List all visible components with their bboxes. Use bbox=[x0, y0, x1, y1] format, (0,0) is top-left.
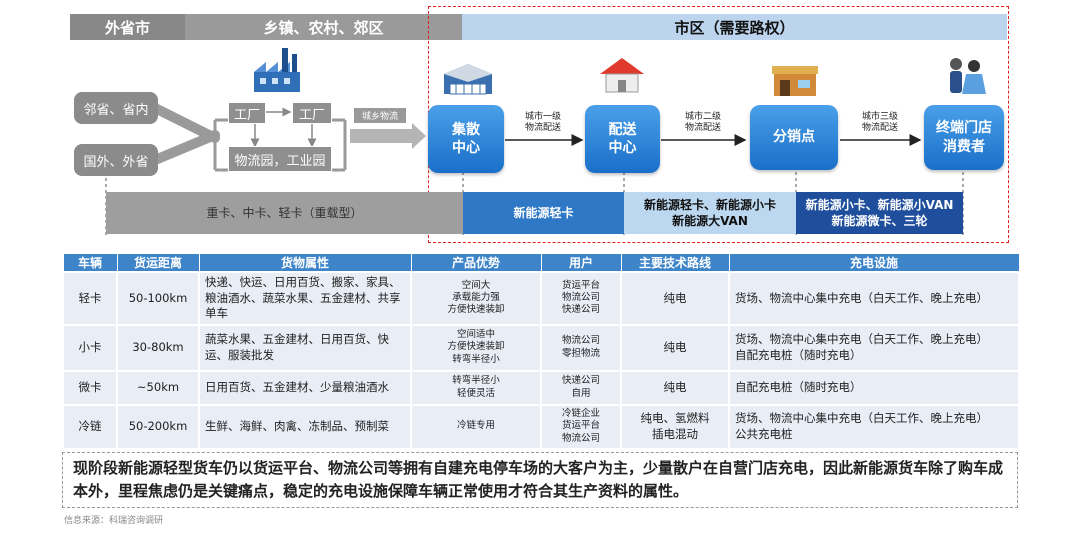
table-cell: 纯电、氢燃料 插电混动 bbox=[620, 403, 730, 450]
band-urban: 市区（需要路权） bbox=[462, 14, 1007, 40]
table-row: 轻卡 50-100km 快递、快运、日用百货、搬家、家具、粮油酒水、蔬菜水果、五… bbox=[62, 271, 1020, 326]
table-cell: 蔬菜水果、五金建材、日用百货、快运、服装批发 bbox=[198, 323, 412, 372]
table-header: 货物属性 bbox=[198, 253, 412, 273]
table-cell: 微卡 bbox=[62, 369, 118, 406]
node-distribution-hub-label: 集散 中心 bbox=[452, 121, 480, 156]
factory-icon bbox=[254, 48, 300, 92]
table-cell: ~50km bbox=[116, 369, 200, 406]
band-rural-label: 乡镇、农村、郊区 bbox=[263, 18, 384, 37]
table-cell: 生鲜、海鲜、肉禽、冻制品、预制菜 bbox=[198, 403, 412, 450]
table-cell: 空间适中 方便快速装卸 转弯半径小 bbox=[410, 323, 542, 372]
bar-heavy-trucks-label: 重卡、中卡、轻卡（重载型） bbox=[206, 205, 363, 220]
table-header: 货运距离 bbox=[116, 253, 200, 273]
band-urban-label: 市区（需要路权） bbox=[674, 18, 795, 37]
bar-ev-mini-truck-label: 新能源小卡、新能源小VAN 新能源微卡、三轮 bbox=[805, 197, 954, 228]
table-cell: 货场、物流中心集中充电（白天工作、晚上充电） bbox=[728, 271, 1020, 326]
urban-rural-logistics-label: 城乡物流 bbox=[354, 108, 406, 123]
table-cell: 纯电 bbox=[620, 271, 730, 326]
factory-2-label: 工厂 bbox=[298, 107, 325, 123]
table-header: 车辆 bbox=[62, 253, 118, 273]
table-cell: 50-100km bbox=[116, 271, 200, 326]
node-delivery-center: 配送 中心 bbox=[585, 105, 660, 173]
table-header: 主要技术路线 bbox=[620, 253, 730, 273]
table-cell: 货场、物流中心集中充电（白天工作、晚上充电） 公共充电桩 bbox=[728, 403, 1020, 450]
warehouse-icon bbox=[444, 64, 492, 95]
table-row: 微卡 ~50km 日用百货、五金建材、少量粮油酒水 转弯半径小 轻便灵活 快递公… bbox=[62, 369, 1020, 406]
node-terminal-store: 终端门店 消费者 bbox=[924, 105, 1004, 170]
band-out-province-label: 外省市 bbox=[104, 18, 150, 37]
node-retail-point-label: 分销点 bbox=[773, 129, 815, 146]
band-rural: 乡镇、农村、郊区 bbox=[185, 14, 462, 40]
house-icon bbox=[600, 58, 644, 93]
vehicle-table: 车辆 货运距离 货物属性 产品优势 用户 主要技术路线 充电设施 轻卡 50-1… bbox=[62, 253, 1020, 450]
table-cell: 快递、快运、日用百货、搬家、家具、粮油酒水、蔬菜水果、五金建材、共享单车 bbox=[198, 271, 412, 326]
table-header: 用户 bbox=[540, 253, 622, 273]
table-cell: 30-80km bbox=[116, 323, 200, 372]
table-row: 冷链 50-200km 生鲜、海鲜、肉禽、冻制品、预制菜 冷链专用 冷链企业 货… bbox=[62, 403, 1020, 450]
node-retail-point: 分销点 bbox=[750, 105, 838, 170]
table-cell: 冷链 bbox=[62, 403, 118, 450]
table-cell: 纯电 bbox=[620, 323, 730, 372]
node-delivery-center-label: 配送 中心 bbox=[608, 121, 637, 156]
source-neighbor-province: 邻省、省内 bbox=[74, 92, 158, 124]
source-abroad: 国外、外省 bbox=[74, 144, 158, 176]
table-cell: 快递公司 自用 bbox=[540, 369, 622, 406]
source-neighbor-label: 邻省、省内 bbox=[83, 102, 149, 118]
logistics-park-box: 物流园，工业园 bbox=[228, 146, 332, 172]
table-cell: 自配充电桩（随时充电） bbox=[728, 369, 1020, 406]
table-cell: 轻卡 bbox=[62, 271, 118, 326]
table-header: 充电设施 bbox=[728, 253, 1020, 273]
source-abroad-label: 国外、外省 bbox=[83, 154, 149, 170]
consumers-icon bbox=[950, 58, 986, 94]
table-cell: 50-200km bbox=[116, 403, 200, 450]
urban-rural-label-text: 城乡物流 bbox=[361, 112, 398, 122]
band-out-province: 外省市 bbox=[70, 14, 185, 40]
table-header-row: 车辆 货运距离 货物属性 产品优势 用户 主要技术路线 充电设施 bbox=[62, 253, 1020, 273]
table-cell: 货场、物流中心集中充电（白天工作、晚上充电） 自配充电桩（随时充电） bbox=[728, 323, 1020, 372]
table-cell: 空间大 承载能力强 方便快速装卸 bbox=[410, 271, 542, 326]
bar-ev-mini-truck: 新能源小卡、新能源小VAN 新能源微卡、三轮 bbox=[796, 192, 963, 234]
node-terminal-store-label: 终端门店 消费者 bbox=[936, 120, 992, 155]
factory-1-label: 工厂 bbox=[233, 107, 260, 123]
shop-icon bbox=[772, 66, 818, 96]
table-cell: 转弯半径小 轻便灵活 bbox=[410, 369, 542, 406]
logistics-park-label: 物流园，工业园 bbox=[234, 153, 326, 169]
table-cell: 日用百货、五金建材、少量粮油酒水 bbox=[198, 369, 412, 406]
factory-box-1: 工厂 bbox=[228, 102, 266, 124]
bar-ev-small-truck: 新能源轻卡、新能源小卡 新能源大VAN bbox=[624, 192, 796, 234]
table-cell: 纯电 bbox=[620, 369, 730, 406]
bar-ev-small-truck-label: 新能源轻卡、新能源小卡 新能源大VAN bbox=[643, 197, 776, 228]
bar-ev-light-truck: 新能源轻卡 bbox=[463, 192, 624, 234]
bar-ev-light-truck-label: 新能源轻卡 bbox=[513, 205, 574, 220]
table-cell: 物流公司 零担物流 bbox=[540, 323, 622, 372]
factory-box-2: 工厂 bbox=[292, 102, 332, 124]
edge-label-tier2: 城市二级 物流配送 bbox=[684, 112, 721, 134]
edge-label-tier1: 城市一级 物流配送 bbox=[524, 112, 561, 134]
bar-heavy-trucks: 重卡、中卡、轻卡（重载型） bbox=[106, 192, 463, 234]
source-note: 信息来源：科瑞咨询调研 bbox=[64, 516, 164, 526]
table-cell: 小卡 bbox=[62, 323, 118, 372]
table-header: 产品优势 bbox=[410, 253, 542, 273]
table-cell: 冷链企业 货运平台 物流公司 bbox=[540, 403, 622, 450]
summary-note: 现阶段新能源轻型货车仍以货运平台、物流公司等拥有自建充电停车场的大客户为主，少量… bbox=[62, 452, 1018, 508]
table-row: 小卡 30-80km 蔬菜水果、五金建材、日用百货、快运、服装批发 空间适中 方… bbox=[62, 323, 1020, 372]
node-distribution-hub: 集散 中心 bbox=[428, 105, 504, 173]
edge-label-tier3: 城市三级 物流配送 bbox=[861, 112, 898, 134]
table-cell: 货运平台 物流公司 快递公司 bbox=[540, 271, 622, 326]
table-cell: 冷链专用 bbox=[410, 403, 542, 450]
